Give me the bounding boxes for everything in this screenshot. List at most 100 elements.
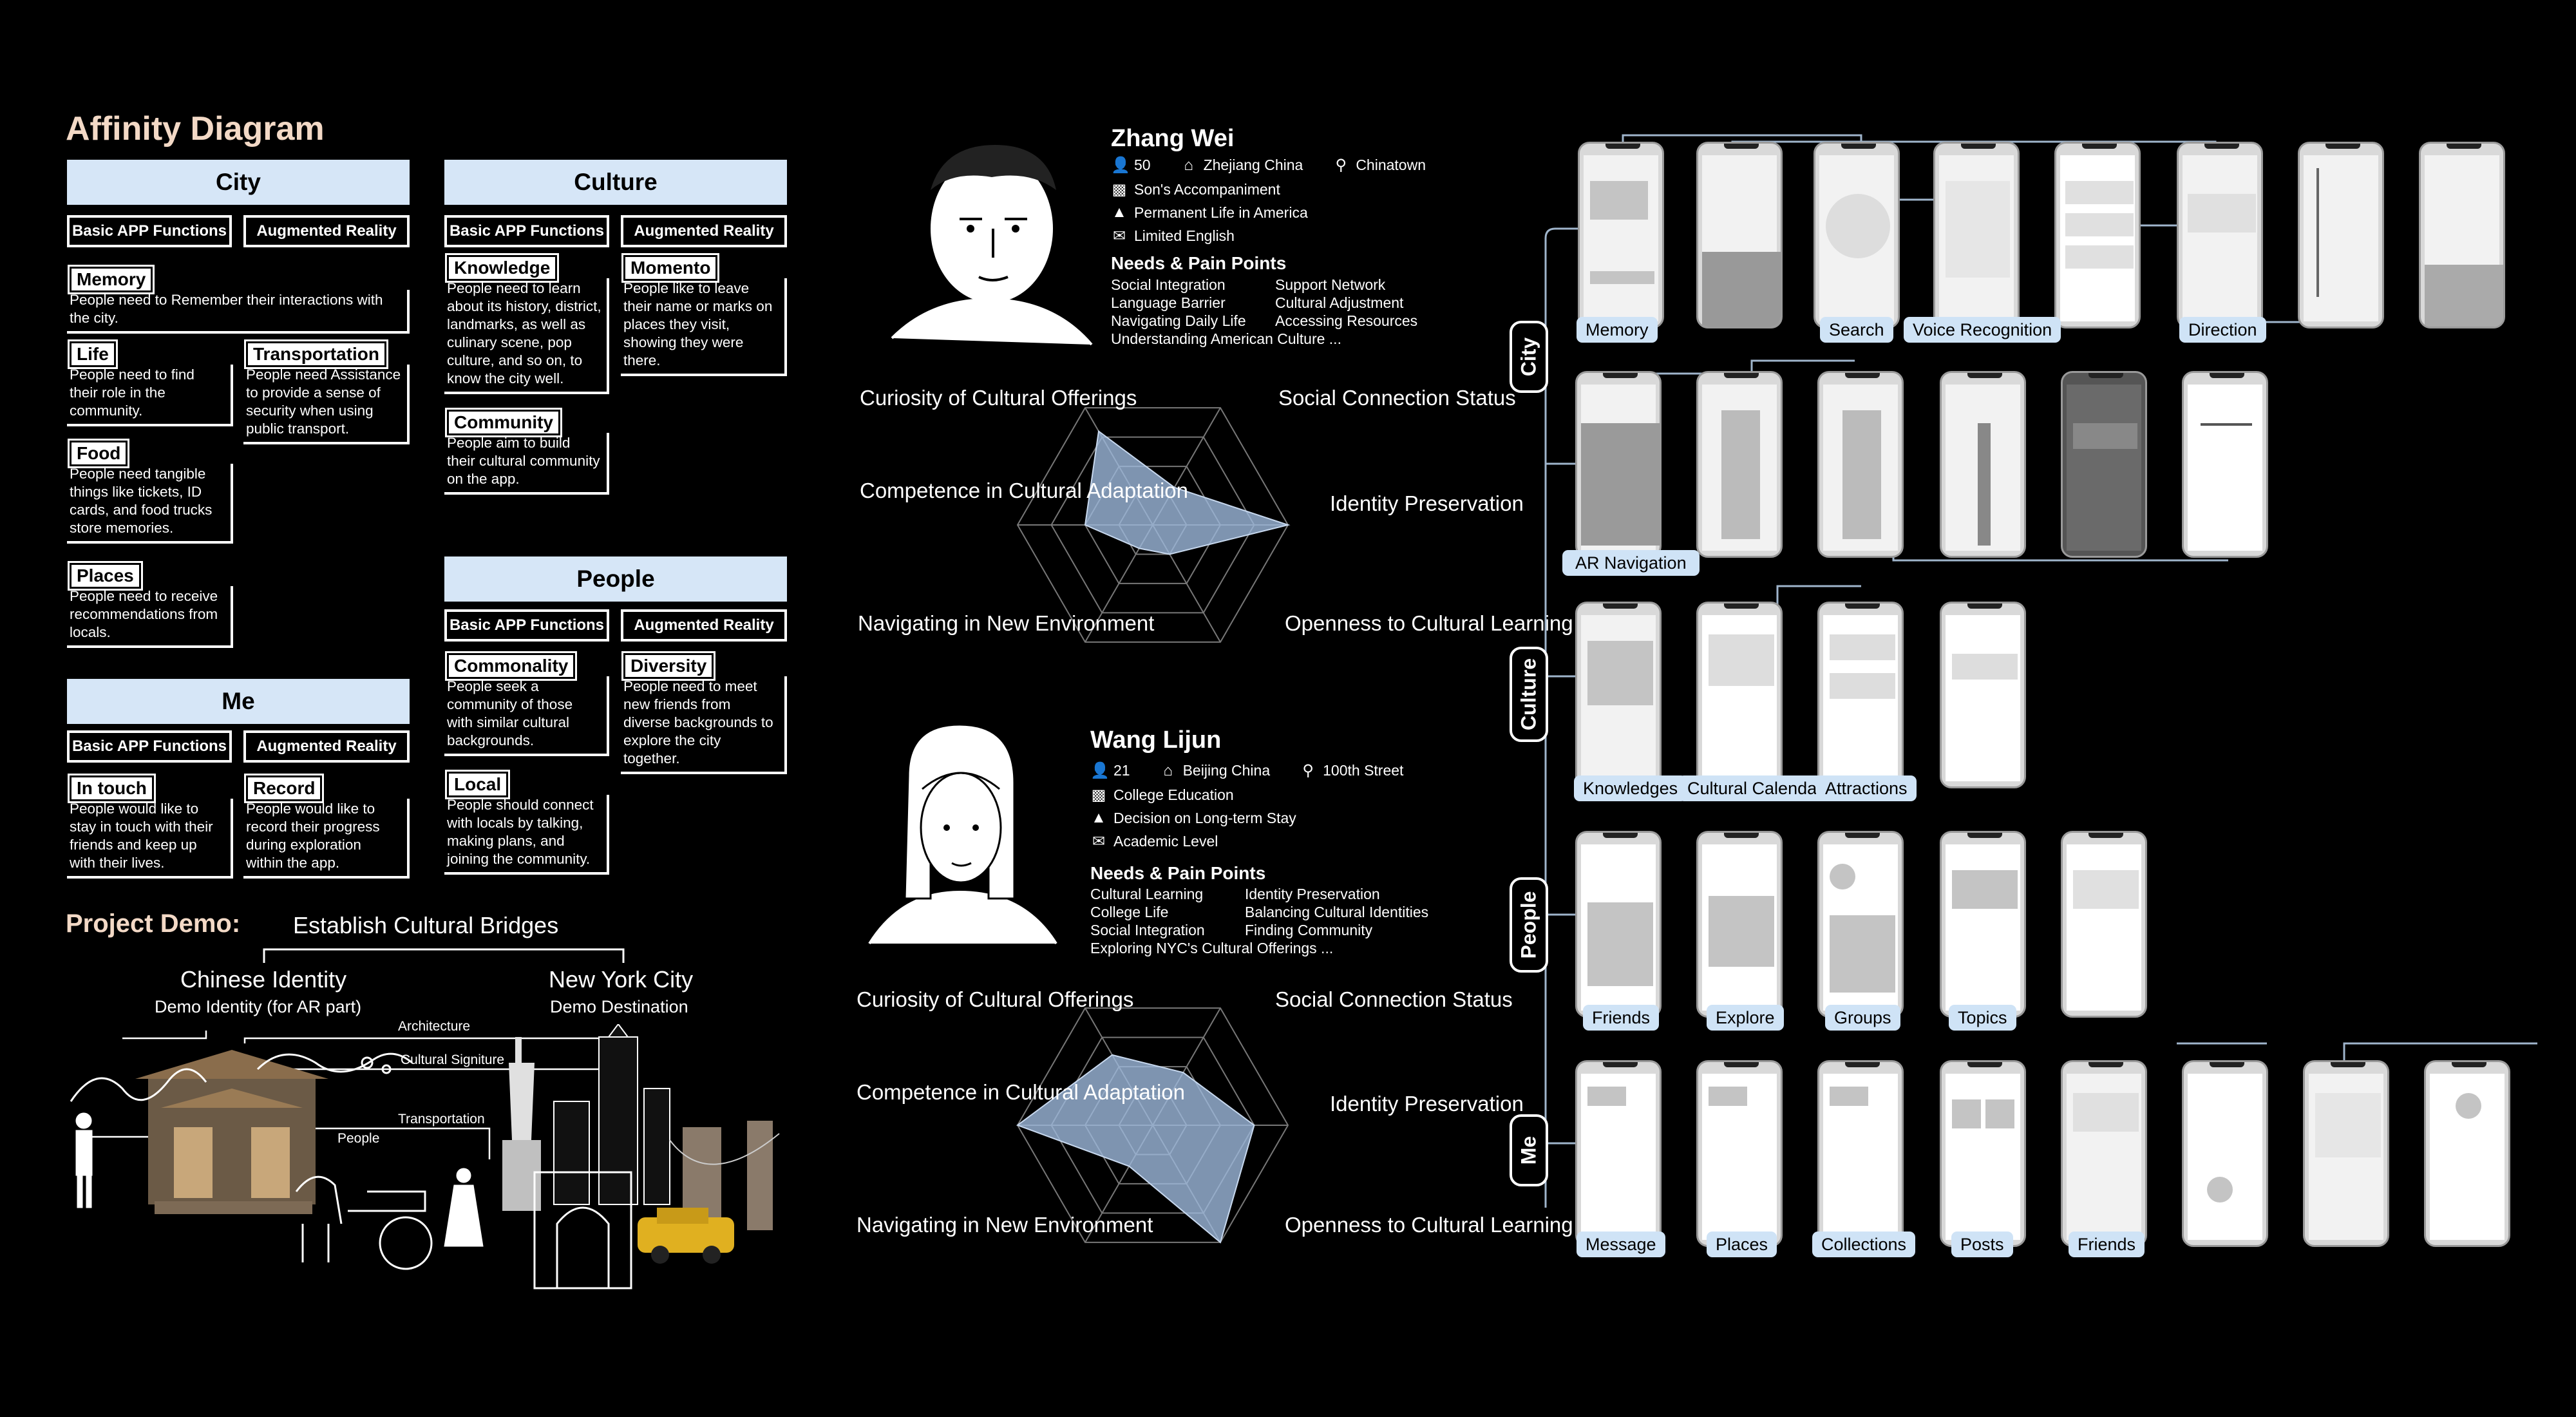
screen-friend-map[interactable] bbox=[2182, 1060, 2268, 1247]
need-item: Understanding American Culture ... bbox=[1111, 330, 1341, 347]
label-cultural-calendar[interactable]: Cultural Calendar bbox=[1678, 775, 1832, 801]
section-me[interactable]: Me bbox=[1510, 1114, 1548, 1186]
screen-ar-5[interactable] bbox=[2061, 371, 2147, 558]
screen-ar-2[interactable] bbox=[1696, 371, 1783, 558]
need-item: Navigating Daily Life bbox=[1111, 312, 1246, 329]
screen-memory[interactable] bbox=[1578, 142, 1664, 328]
me-ar-label: Augmented Reality bbox=[243, 730, 410, 763]
screen-chat[interactable] bbox=[2424, 1060, 2510, 1247]
link-architecture: Architecture bbox=[398, 1019, 471, 1034]
persona-2-home: Beijing China bbox=[1182, 762, 1271, 779]
screen-ar-3[interactable] bbox=[1817, 371, 1904, 558]
dragon-illustration bbox=[70, 1052, 413, 1102]
label-places[interactable]: Places bbox=[1707, 1232, 1777, 1257]
community-note: People aim to build their cultural commu… bbox=[444, 433, 609, 495]
label-direction[interactable]: Direction bbox=[2179, 317, 2266, 343]
radar-value-area bbox=[1016, 1054, 1255, 1244]
label-collections[interactable]: Collections bbox=[1812, 1232, 1916, 1257]
screen-world-map[interactable] bbox=[2303, 1060, 2389, 1247]
building-icon: ▩ bbox=[1091, 786, 1106, 804]
screen-ar-route[interactable] bbox=[2182, 371, 2268, 558]
section-people[interactable]: People bbox=[1510, 877, 1548, 973]
screen-friends[interactable] bbox=[1575, 831, 1662, 1018]
need-item: Balancing Cultural Identities bbox=[1245, 904, 1429, 920]
skyscraper-illustration bbox=[553, 1024, 670, 1205]
statue-of-liberty-illustration bbox=[502, 1037, 541, 1211]
persona-1-age: 50 bbox=[1134, 157, 1151, 173]
people-category: People bbox=[444, 556, 787, 602]
persona-2-age: 21 bbox=[1113, 762, 1130, 779]
screen-collections[interactable] bbox=[1817, 1060, 1904, 1247]
screen-knowledges[interactable] bbox=[1575, 602, 1662, 788]
screen-groups[interactable] bbox=[1817, 831, 1904, 1018]
screen-voice[interactable] bbox=[1933, 142, 2020, 328]
label-topics[interactable]: Topics bbox=[1949, 1005, 2016, 1031]
screen-topic-detail[interactable] bbox=[2061, 831, 2147, 1018]
persona-2-radar-chart bbox=[1016, 1007, 1289, 1244]
persona-2-stay: Decision on Long-term Stay bbox=[1113, 809, 1296, 826]
label-posts[interactable]: Posts bbox=[1951, 1232, 2013, 1257]
label-friends[interactable]: Friends bbox=[1583, 1005, 1660, 1031]
screen-direction[interactable] bbox=[2177, 142, 2263, 328]
screen-places[interactable] bbox=[1696, 1060, 1783, 1247]
need-item: Language Barrier bbox=[1111, 294, 1226, 311]
screen-ar-1[interactable] bbox=[1575, 371, 1662, 558]
language-icon: ✉ bbox=[1092, 833, 1106, 850]
radar-1-label-identity: Identity Preservation bbox=[1330, 491, 1524, 515]
persona-2-demographics: 👤21 ⌂Beijing China ⚲100th Street bbox=[1090, 761, 1403, 780]
knowledge-tag: Knowledge bbox=[444, 253, 560, 283]
need-item: College Life bbox=[1090, 904, 1169, 920]
screen-friends-me[interactable] bbox=[2061, 1060, 2147, 1247]
screen-explore[interactable] bbox=[1696, 831, 1783, 1018]
persona-1-home: Zhejiang China bbox=[1203, 157, 1303, 173]
screen-attraction-detail[interactable] bbox=[1940, 602, 2026, 788]
label-memory[interactable]: Memory bbox=[1577, 317, 1658, 343]
label-ar-navigation[interactable]: AR Navigation bbox=[1562, 550, 1700, 576]
label-search[interactable]: Search bbox=[1820, 317, 1893, 343]
chinese-gate-illustration bbox=[135, 1050, 328, 1214]
screen-posts[interactable] bbox=[1940, 1060, 2026, 1247]
screen-ar-4[interactable] bbox=[1940, 371, 2026, 558]
screen-map-detail[interactable] bbox=[2419, 142, 2505, 328]
intouch-note: People would like to stay in touch with … bbox=[67, 799, 233, 879]
record-tag: Record bbox=[243, 774, 325, 803]
label-groups[interactable]: Groups bbox=[1825, 1005, 1900, 1031]
label-friends-me[interactable]: Friends bbox=[2069, 1232, 2145, 1257]
label-message[interactable]: Message bbox=[1577, 1232, 1665, 1257]
culture-category: Culture bbox=[444, 160, 787, 205]
section-culture[interactable]: Culture bbox=[1510, 647, 1548, 742]
screen-route[interactable] bbox=[2298, 142, 2384, 328]
screen-map-cards[interactable] bbox=[1696, 142, 1783, 328]
places-tag: Places bbox=[68, 561, 143, 591]
screen-attractions[interactable] bbox=[1817, 602, 1904, 788]
radar-2-label-identity: Identity Preservation bbox=[1330, 1092, 1524, 1116]
zhang-wei-portrait bbox=[891, 145, 1093, 346]
persona-1-location: Chinatown bbox=[1356, 157, 1426, 173]
person-illustration bbox=[75, 1112, 484, 1247]
life-tag: Life bbox=[68, 339, 118, 369]
radar-value-area bbox=[1084, 430, 1291, 555]
label-knowledges[interactable]: Knowledges bbox=[1574, 775, 1687, 801]
label-voice-recognition[interactable]: Voice Recognition bbox=[1904, 317, 2061, 343]
label-explore[interactable]: Explore bbox=[1707, 1005, 1784, 1031]
persona-1-language: Limited English bbox=[1134, 227, 1235, 244]
food-tag: Food bbox=[67, 439, 130, 468]
persona-1-stay: Permanent Life in America bbox=[1134, 204, 1308, 221]
screen-list[interactable] bbox=[2054, 142, 2141, 328]
section-city[interactable]: City bbox=[1510, 321, 1548, 393]
persona-1-radar-chart bbox=[1016, 407, 1291, 643]
persona-1-needs-title: Needs & Pain Points bbox=[1111, 253, 1287, 273]
screen-cultural-calendar[interactable] bbox=[1696, 602, 1783, 788]
screen-search[interactable] bbox=[1814, 142, 1900, 328]
link-cultural-signiture: Cultural Signiture bbox=[401, 1052, 505, 1067]
label-attractions[interactable]: Attractions bbox=[1816, 775, 1917, 801]
persona-1-demographics: 👤50 ⌂Zhejiang China ⚲Chinatown bbox=[1111, 156, 1426, 175]
memory-note: People need to Remember their interactio… bbox=[67, 290, 410, 334]
me-category: Me bbox=[67, 679, 410, 724]
city-ar-label: Augmented Reality bbox=[243, 215, 410, 247]
nyc-title: New York City bbox=[549, 966, 694, 993]
screen-topics[interactable] bbox=[1940, 831, 2026, 1018]
link-transportation: Transportation bbox=[398, 1112, 485, 1127]
screen-message[interactable] bbox=[1575, 1060, 1662, 1247]
need-item: Cultural Learning bbox=[1090, 886, 1204, 902]
